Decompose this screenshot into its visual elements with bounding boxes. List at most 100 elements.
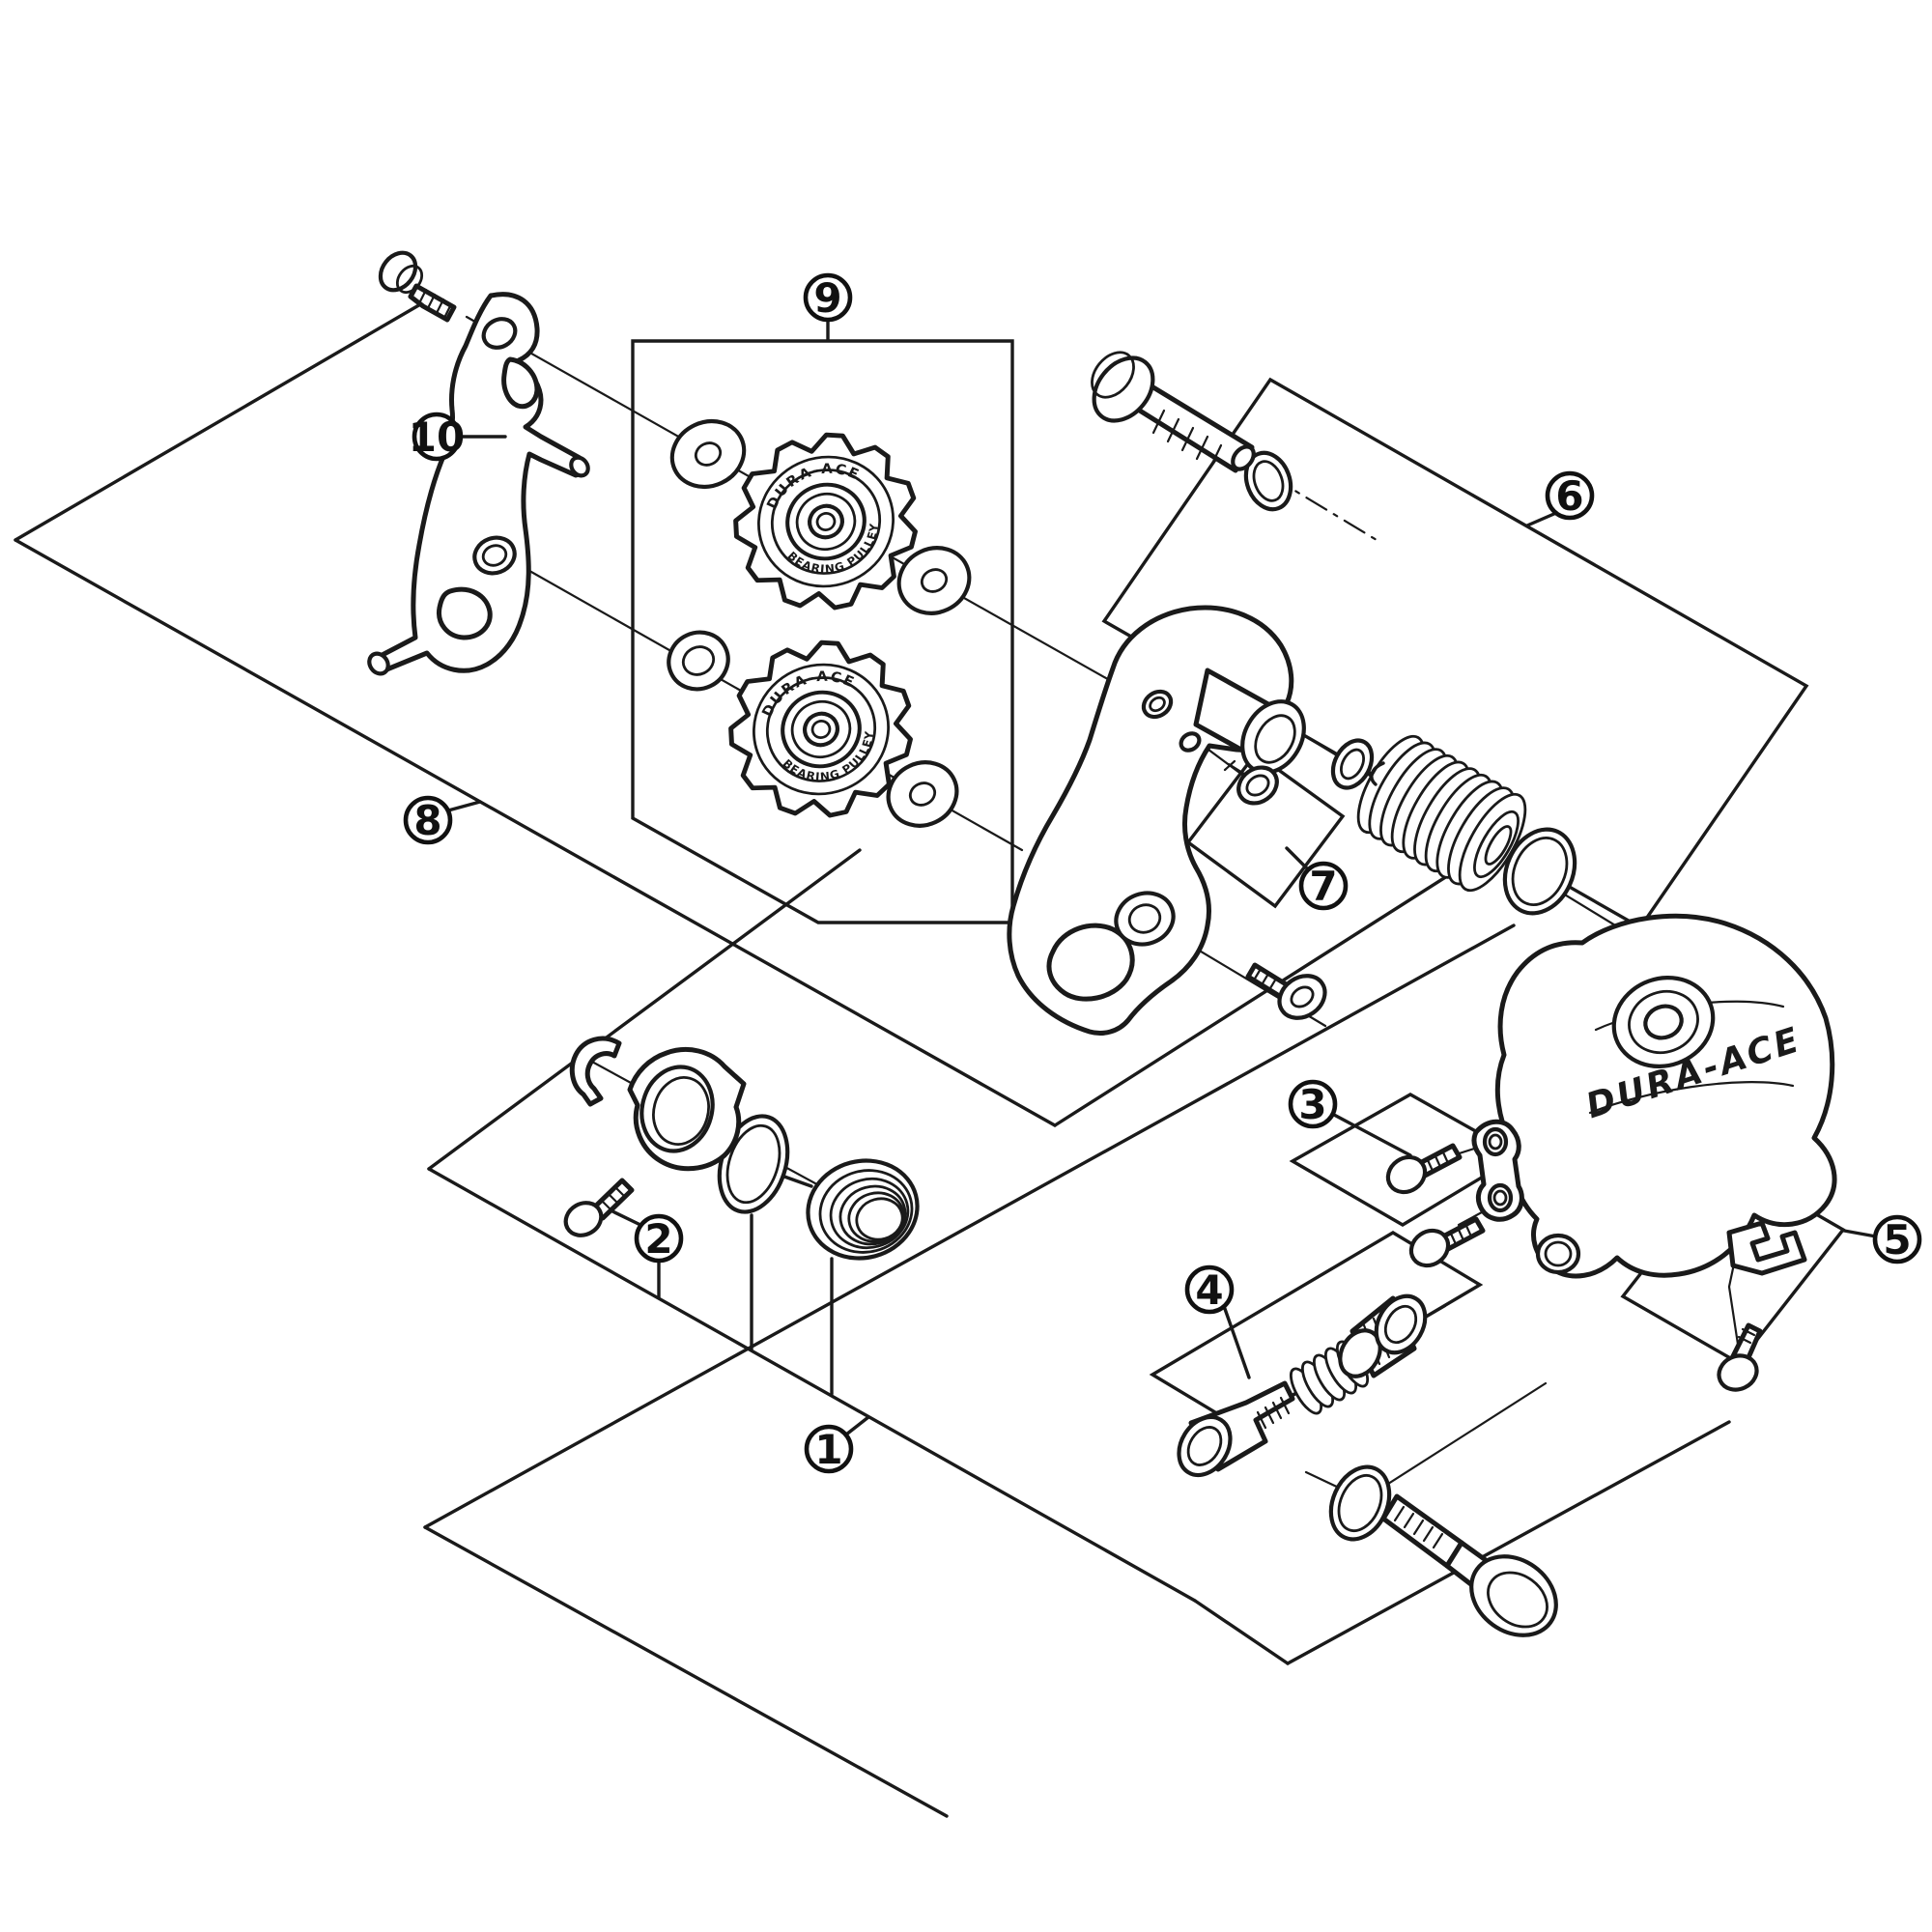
callout-1-circle [804, 1424, 854, 1474]
box-1-top-edge [427, 1167, 1197, 1603]
callout-2-number: 2 [644, 1215, 672, 1263]
leader-callout-2 [607, 1208, 642, 1227]
cage-stop-bolt-path [1253, 967, 1278, 990]
clamp-screw-detail [1717, 1353, 1759, 1392]
callout-8-leader [446, 800, 482, 812]
callout-9: 9 [803, 272, 853, 342]
mounting-bolt-upper [1091, 351, 1256, 473]
tension-spring-large-opening [1473, 810, 1520, 879]
callout-8-number: 8 [413, 797, 441, 844]
pivot-bolt-lower-detail [1469, 1554, 1558, 1637]
o-ring-lower [1328, 1464, 1392, 1542]
callout-2: 2 [634, 1213, 684, 1264]
link-screw-2-path [1449, 1224, 1473, 1246]
pulley-upper-ring [757, 455, 895, 588]
group-box-7 [1185, 751, 1346, 909]
p-tension-spring-coil [855, 1197, 904, 1241]
pulley-washer-4-outer [886, 760, 959, 828]
callout-4: 4 [1184, 1264, 1251, 1379]
callout-7-leader [1285, 846, 1310, 871]
clip-stopper-path [569, 1036, 622, 1107]
pivot-bolt-lower-path [1380, 1493, 1464, 1569]
outer-cage-plate-detail [1127, 903, 1162, 934]
callout-9-number: 9 [813, 274, 841, 322]
box-1-cross-line [423, 923, 1516, 1529]
callout-6-circle [1545, 470, 1595, 521]
derailleur-body-detail [1643, 1004, 1684, 1040]
pulley-washer-4 [886, 760, 959, 828]
tension-screw-path [599, 1184, 626, 1211]
spring-washer [1330, 738, 1375, 790]
pulley-lower-ring [765, 676, 877, 782]
mounting-bolt-upper-detail [1231, 444, 1256, 471]
pulley-lower-ring [790, 699, 852, 759]
inner-cage-plate [367, 292, 590, 676]
link-plate-detail [1487, 1182, 1514, 1213]
outer-cage-plate-detail [1114, 891, 1176, 947]
o-ring-lower-inner [1337, 1474, 1383, 1532]
box-2-top-edge [427, 848, 862, 1171]
tension-washer-ring-inner [725, 1123, 781, 1205]
link-screw-1-detail [1385, 1154, 1428, 1195]
callout-6-leader [1525, 511, 1558, 527]
callout-3: 3 [1288, 1079, 1412, 1157]
callout-4-circle [1184, 1264, 1235, 1315]
derailleur-body-detail [1535, 1233, 1581, 1275]
cage-fixing-bolt-detail [395, 264, 424, 295]
tension-screw-detail [563, 1201, 604, 1237]
callout-2-circle [634, 1213, 684, 1264]
link-screw-1 [1385, 1143, 1463, 1195]
mounting-bolt-upper-path [1151, 409, 1223, 469]
inner-cage-plate-detail [481, 544, 508, 567]
wedge-8-right [1053, 829, 1520, 1127]
callout-8-circle [403, 795, 453, 845]
cable-clamp-plate [1726, 1220, 1807, 1276]
link-plate-detail [1482, 1126, 1509, 1157]
outer-cage-plate-detail [1179, 731, 1202, 753]
callout-9-circle [803, 272, 853, 323]
cage-screw-detail [1245, 774, 1270, 797]
callout-8: 8 [403, 795, 482, 845]
callout-1: 1 [804, 1415, 870, 1474]
pivot-bolt-lower-detail [1487, 1571, 1548, 1629]
outer-cage-plate-detail [1254, 714, 1296, 764]
group-box-9 [631, 339, 1014, 924]
wedge-8-top [14, 301, 424, 542]
tension-screw [563, 1178, 635, 1237]
p-tension-spring [782, 1158, 920, 1261]
cable-adjuster-barrel-detail [1383, 1304, 1418, 1345]
pulley-washer-3-outer [667, 630, 730, 692]
callout-10: 10 [409, 412, 507, 462]
cage-screw-path [1223, 759, 1246, 776]
o-ring-large [1502, 827, 1577, 916]
callout-1-number: 1 [814, 1426, 842, 1473]
inner-cage-plate-detail [367, 651, 390, 676]
derailleur-body [1494, 913, 1837, 1279]
callout-3-number: 3 [1298, 1081, 1326, 1128]
pulley-upper-ring [795, 492, 857, 552]
axis-lower-pivot [1362, 1381, 1548, 1501]
cage-fixing-bolt-path [408, 283, 457, 323]
box-1-bottom-edge [423, 1525, 949, 1818]
group-box-4 [1149, 1231, 1484, 1429]
inner-cage-plate-detail [472, 535, 517, 576]
p-tension-spring-coil [829, 1177, 910, 1250]
clamp-screw-path [1737, 1327, 1756, 1345]
callout-1-leader [844, 1415, 870, 1436]
pulley-washer-4-inner [908, 781, 937, 807]
p-tension-spring-coil [818, 1169, 914, 1254]
tension-spring-large-opening-inner [1484, 825, 1513, 866]
pulley-washer-2-inner [920, 568, 949, 593]
cage-fixing-bolt [378, 250, 457, 323]
cage-stop-bolt-detail [1290, 985, 1315, 1009]
wedge-8-bottom [14, 538, 1057, 1127]
cage-stop-bolt [1245, 962, 1327, 1020]
cage-stop-bolt-detail [1277, 974, 1327, 1020]
tension-spring-large-hook [1370, 761, 1385, 786]
spring-cover-plate-detail [652, 1076, 710, 1146]
o-ring-upper [1243, 450, 1293, 512]
outer-cage-plate-detail [1141, 689, 1174, 720]
box-1-right-edge [1286, 1420, 1731, 1665]
